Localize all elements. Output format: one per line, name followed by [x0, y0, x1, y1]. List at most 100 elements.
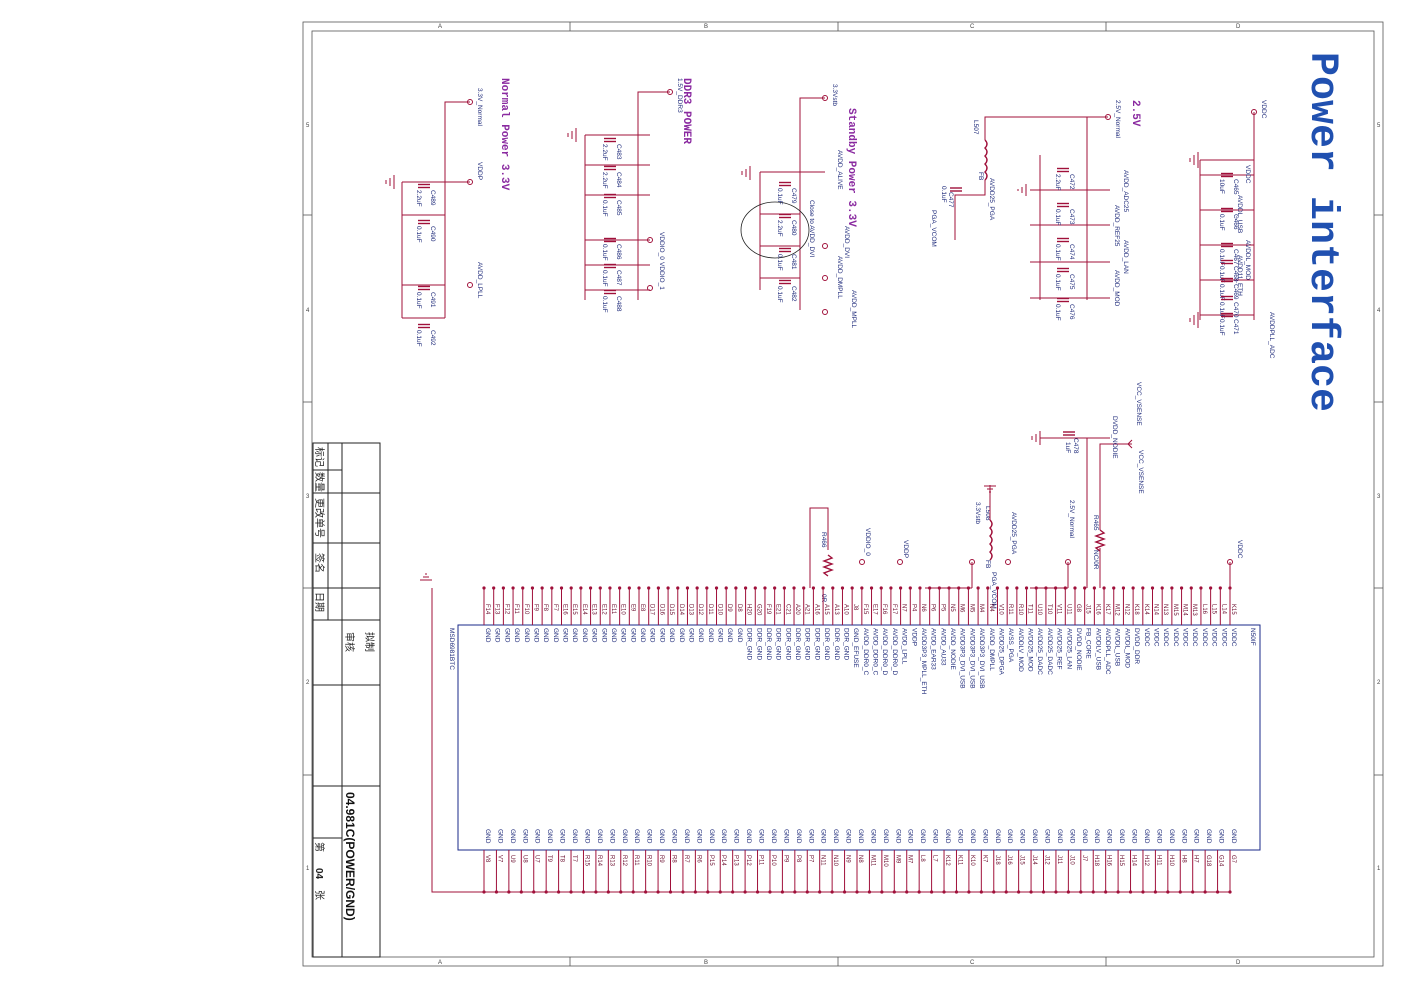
net-connector[interactable] — [1005, 559, 1011, 565]
pin-node — [1083, 586, 1087, 590]
pin-number: N11 — [820, 855, 826, 866]
cap-c477-value: 0.1uF — [940, 186, 947, 203]
pin-number: P5 — [939, 604, 945, 612]
net-connector[interactable] — [822, 309, 828, 315]
section-header-standby: Standby Power 3.3V — [845, 108, 857, 227]
pin-number: E17 — [872, 604, 878, 615]
cap-value: 0.1uF — [1218, 214, 1225, 231]
tb-col-change: 更改单号 — [313, 498, 326, 538]
pin-number: K7 — [981, 855, 987, 863]
pin-node — [1189, 586, 1193, 590]
pin-node — [550, 586, 554, 590]
pin-name: GND — [621, 829, 628, 844]
pin-node — [1029, 890, 1033, 894]
pin-node — [1079, 890, 1083, 894]
pin-number: H18 — [1093, 855, 1099, 867]
pin-node — [753, 586, 757, 590]
net-avdd25-pga: AVDD25_PGA — [988, 178, 995, 221]
pin-node — [494, 890, 499, 894]
pin-name: GND — [770, 829, 777, 844]
pin-node — [1203, 890, 1207, 894]
pin-node — [1116, 890, 1120, 894]
pin-node — [1141, 586, 1145, 590]
pin-number: A21 — [804, 604, 810, 615]
net-connector[interactable] — [897, 559, 903, 565]
tb-drafted: 拟制 — [363, 632, 376, 652]
pin-name: GND — [807, 829, 814, 844]
pin-number: G20 — [755, 604, 761, 616]
pin-number: D12 — [697, 604, 703, 616]
pin-number: R8 — [671, 855, 677, 863]
pin-number: F14 — [484, 604, 490, 615]
net-3v3stb-right: 3.3Vstb — [974, 502, 981, 524]
cap-label: C492 — [429, 330, 436, 346]
part-fb-2: FB — [984, 560, 991, 568]
net-connector[interactable] — [822, 275, 828, 281]
pin-node — [1063, 586, 1067, 590]
net-connector[interactable] — [467, 282, 473, 288]
cap-value: 0.1uF — [1054, 209, 1061, 226]
pin-number: D13 — [687, 604, 693, 616]
pin-name: GND — [521, 829, 528, 844]
grid-letter-top: A — [438, 24, 442, 30]
grid-ticks — [303, 22, 1383, 966]
net-connector[interactable] — [467, 179, 473, 185]
pin-number: E12 — [600, 604, 606, 615]
pin-number: E11 — [610, 604, 616, 615]
pin-name: GND — [678, 628, 685, 643]
net-connector[interactable] — [647, 237, 653, 243]
pin-name: GND — [1068, 829, 1075, 844]
section-standby: 3.3Vstb Close to AVDD_DVI C4790.1uFC4802… — [740, 84, 857, 329]
pin-number: E9 — [629, 604, 635, 612]
pin-number: V10 — [997, 604, 1003, 615]
pin-node — [1150, 586, 1155, 590]
pin-number: L16 — [1201, 604, 1207, 615]
pin-node — [569, 586, 573, 590]
pin-node — [930, 890, 934, 894]
cap-value: 0.1uF — [1218, 266, 1225, 283]
net-vddp-right: VDDP — [902, 540, 909, 558]
pin-node — [967, 890, 971, 894]
pin-number: R6 — [695, 855, 701, 863]
pin-name: GND — [707, 628, 714, 643]
pin-number: H8 — [1180, 855, 1186, 863]
pin-name: AVDD_EAR33 — [930, 628, 937, 670]
pin-name: GND — [571, 628, 578, 643]
pin-number: R11 — [1007, 604, 1013, 615]
net-avdd-ref25: AVDD_REF25 — [1113, 205, 1120, 247]
pin-number: G7 — [1230, 855, 1236, 864]
vddc-cap-bank: VDDC C46510uFC4660.1uFC4670.1uFC4680.1uF… — [1189, 100, 1275, 359]
pin-number: F10 — [523, 604, 529, 615]
pin-name: GND — [1143, 829, 1150, 844]
net-vcc-vsense-top: VCC_VSENSE — [1135, 382, 1142, 426]
pin-node — [1004, 890, 1008, 894]
pin-node — [557, 890, 561, 894]
pin-name: GND — [994, 829, 1001, 844]
title-block: 标记 数量 更改单号 签名 日期 拟制 审核 04.981C(POWER/GND… — [312, 442, 381, 958]
pin-node — [880, 890, 884, 894]
pin-name: GND — [668, 628, 675, 643]
pin-name: GND — [600, 628, 607, 643]
pin-number: G8 — [1075, 604, 1081, 613]
pin-name: GND — [857, 829, 864, 844]
pin-name: GND — [832, 829, 839, 844]
grid-number: 1 — [306, 866, 310, 872]
pin-node — [530, 586, 535, 590]
net-connector[interactable] — [822, 243, 828, 249]
grid-letter-bottom: A — [438, 960, 442, 966]
net-connector[interactable] — [647, 285, 653, 291]
pin-number: D17 — [649, 604, 655, 616]
cap-label: C476 — [1068, 304, 1075, 320]
cap-c478-label: C478 — [1072, 438, 1079, 454]
pin-name: DDR_GND — [842, 628, 849, 660]
pin-number: A10 — [842, 604, 848, 615]
pin-number: D10 — [717, 604, 723, 616]
pin-node — [1215, 890, 1220, 894]
net-connector[interactable] — [859, 559, 865, 565]
pin-node — [892, 890, 896, 894]
pin-number: K14 — [1143, 604, 1149, 615]
